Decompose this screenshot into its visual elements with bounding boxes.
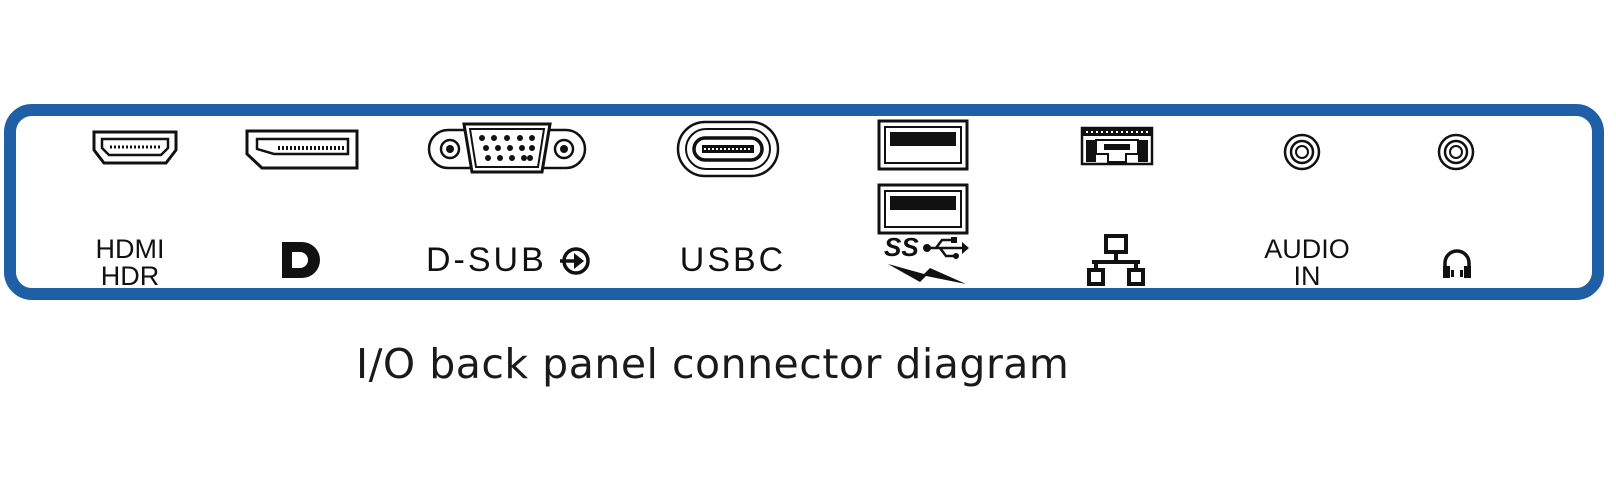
dsub-label: D-SUB bbox=[426, 241, 547, 279]
usb-a-port-icon bbox=[877, 183, 969, 235]
audio-in-label: AUDIO IN bbox=[1252, 236, 1362, 290]
audio-in-label-line-2: IN bbox=[1293, 261, 1321, 291]
displayport-port-icon bbox=[245, 129, 359, 170]
usb-a-port-icon bbox=[877, 119, 969, 171]
displayport-logo-icon bbox=[282, 242, 320, 278]
hdmi-label: HDMI HDR bbox=[80, 236, 180, 290]
hdmi-label-line-2: HDR bbox=[100, 261, 160, 291]
hdmi-label-line-1: HDMI bbox=[95, 234, 165, 264]
usb-c-port-icon bbox=[676, 120, 780, 178]
charging-bolt-icon bbox=[888, 264, 966, 284]
headphone-icon bbox=[1443, 249, 1471, 278]
analog-input-icon bbox=[560, 247, 590, 275]
audio-jack-icon bbox=[1283, 133, 1321, 171]
audio-in-label-line-1: AUDIO bbox=[1264, 234, 1350, 264]
usbc-label: USBC bbox=[679, 241, 787, 279]
vga-port-icon bbox=[427, 122, 587, 174]
rj45-port-icon bbox=[1080, 126, 1154, 166]
hdmi-port-icon bbox=[92, 130, 178, 165]
usb-trident-icon bbox=[923, 237, 969, 259]
network-icon bbox=[1087, 234, 1145, 286]
superspeed-label: SS bbox=[884, 232, 919, 262]
diagram-caption: I/O back panel connector diagram bbox=[356, 340, 1070, 388]
audio-jack-icon bbox=[1437, 133, 1475, 171]
